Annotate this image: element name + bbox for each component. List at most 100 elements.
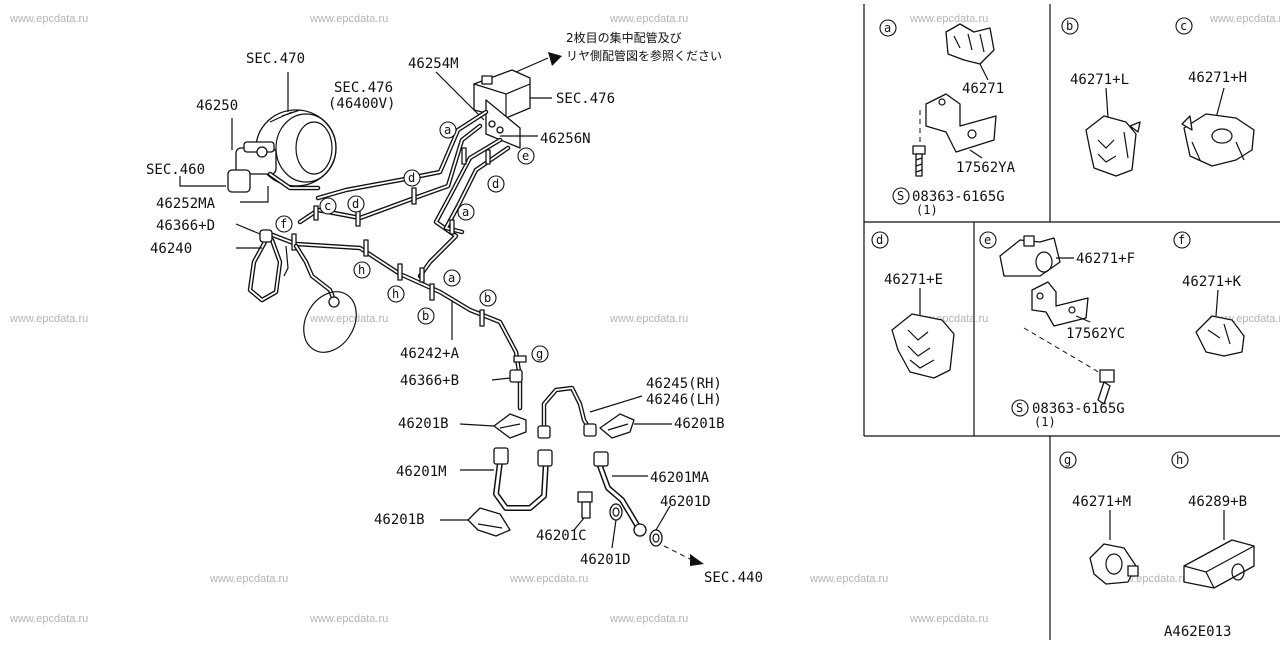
callout-g: g [536,347,543,361]
label-46201b: 46201B [398,416,449,432]
label-screw-08363-6165g: 08363-6165G [1032,401,1125,417]
clip-46271-e [891,313,955,379]
label-46289-b: 46289+B [1188,494,1247,510]
watermark-text: www.epcdata.ru [909,13,988,25]
note-line-1: 2枚目の集中配管及び [566,30,682,45]
label-sec-460: SEC.460 [146,162,205,178]
watermark-text: www.epcdata.ru [209,573,288,585]
label-46271-h: 46271+H [1188,70,1247,86]
panel-letter-d: d [876,233,883,247]
label-46256n: 46256N [540,131,591,147]
clip-46289-b [1183,539,1255,589]
clip-46201b-left [459,413,527,439]
watermark-layer: www.epcdata.ru www.epcdata.ru www.epcdat… [9,13,1280,625]
panel-letter-f: f [1178,233,1185,247]
label-sec-470: SEC.470 [246,51,305,67]
callout-b: b [422,309,429,323]
callout-d: d [492,177,499,191]
flexible-hose-46201ma [593,451,648,537]
label-46245-rh: 46245(RH) [646,376,722,392]
front-left-hose [247,229,357,353]
label-sec-476-sub: (46400V) [328,96,395,112]
callout-h: h [392,287,399,301]
label-46271: 46271 [962,81,1004,97]
label-17562yc: 17562YC [1066,326,1125,342]
label-46201d: 46201D [580,552,631,568]
detail-panel-a: a 46271 17562YA S 08363-6165G (1) [879,19,1016,217]
screw-symbol: S [1016,401,1023,415]
watermark-text: www.epcdata.ru [509,573,588,585]
callout-f: f [280,217,287,231]
main-part-labels: 2枚目の集中配管及び リヤ側配管図を参照ください SEC.470 SEC.476… [146,30,763,586]
label-46201d: 46201D [660,494,711,510]
watermark-text: www.epcdata.ru [9,13,88,25]
screw-icon [912,145,926,177]
callout-a: a [444,123,451,137]
detail-panel-h: h 46289+B [1171,451,1255,589]
bracket-17562ya [925,93,997,153]
main-callouts: a a a b b c d d d e f g h h [275,121,549,363]
clip-46271-k [1195,315,1245,357]
label-sec-476: SEC.476 [334,80,393,96]
detail-panel-g: g 46271+M [1059,451,1139,585]
watermark-text: www.epcdata.ru [309,613,388,625]
label-46242-a: 46242+A [400,346,460,362]
callout-e: e [522,149,529,163]
clip-46271-l [1085,115,1137,177]
label-46252ma: 46252MA [156,196,216,212]
panel-letter-g: g [1064,453,1071,467]
panel-letter-e: e [984,233,991,247]
watermark-text: www.epcdata.ru [809,573,888,585]
label-sec-440: SEC.440 [704,570,763,586]
note-line-2: リヤ側配管図を参照ください [566,48,722,63]
panel-letter-a: a [884,21,891,35]
detail-panel-d: d 46271+E [871,231,955,379]
rear-pipe-end [491,369,523,383]
callout-h: h [358,263,365,277]
clip-46271-f [999,237,1061,277]
clip-46201b-right [599,413,672,439]
label-qty: (1) [916,203,938,217]
label-46271-l: 46271+L [1070,72,1129,88]
label-screw-08363-6165g: 08363-6165G [912,189,1005,205]
label-46201b: 46201B [374,512,425,528]
label-46201m: 46201M [396,464,447,480]
panel-letter-c: c [1180,19,1187,33]
watermark-text: www.epcdata.ru [9,313,88,325]
callout-a: a [448,271,455,285]
callout-d: d [408,171,415,185]
bracket-17562yc [1031,281,1089,327]
label-46240: 46240 [150,241,192,257]
label-sec-476-b: SEC.476 [556,91,615,107]
watermark-text: www.epcdata.ru [1209,13,1280,25]
label-46246-lh: 46246(LH) [646,392,722,408]
label-46271-e: 46271+E [884,272,943,288]
label-46271-f: 46271+F [1076,251,1135,267]
watermark-text: www.epcdata.ru [909,613,988,625]
label-46366-b: 46366+B [400,373,459,389]
detail-panel-e: e 46271+F 17562YC S 08363-6165G (1) [979,231,1135,429]
callout-c: c [324,199,331,213]
detail-panel-c: c 46271+H [1175,17,1255,167]
label-46271-k: 46271+K [1182,274,1242,290]
main-diagram: a a a b b c d d d e f g h h 2枚目の集中配管及び リ… [146,30,763,586]
master-cylinder [227,141,321,193]
clip-46201b-bottom [440,507,511,537]
watermark-text: www.epcdata.ru [309,313,388,325]
screw-symbol: S [897,189,904,203]
detail-panel-f: f 46271+K [1173,231,1245,357]
callout-d: d [352,197,359,211]
union-bolt-46201c [573,491,593,531]
clip-46271-h [1183,113,1255,167]
clip-46271-m [1089,543,1137,585]
detail-panels: a 46271 17562YA S 08363-6165G (1) b [863,4,1280,640]
diagram-code: A462E013 [1164,624,1231,640]
label-46250: 46250 [196,98,238,114]
detail-panel-b: b 46271+L [1061,17,1141,177]
watermark-text: www.epcdata.ru [309,13,388,25]
label-46271-m: 46271+M [1072,494,1131,510]
flexible-hose-46201m [460,447,553,511]
watermark-text: www.epcdata.ru [609,613,688,625]
